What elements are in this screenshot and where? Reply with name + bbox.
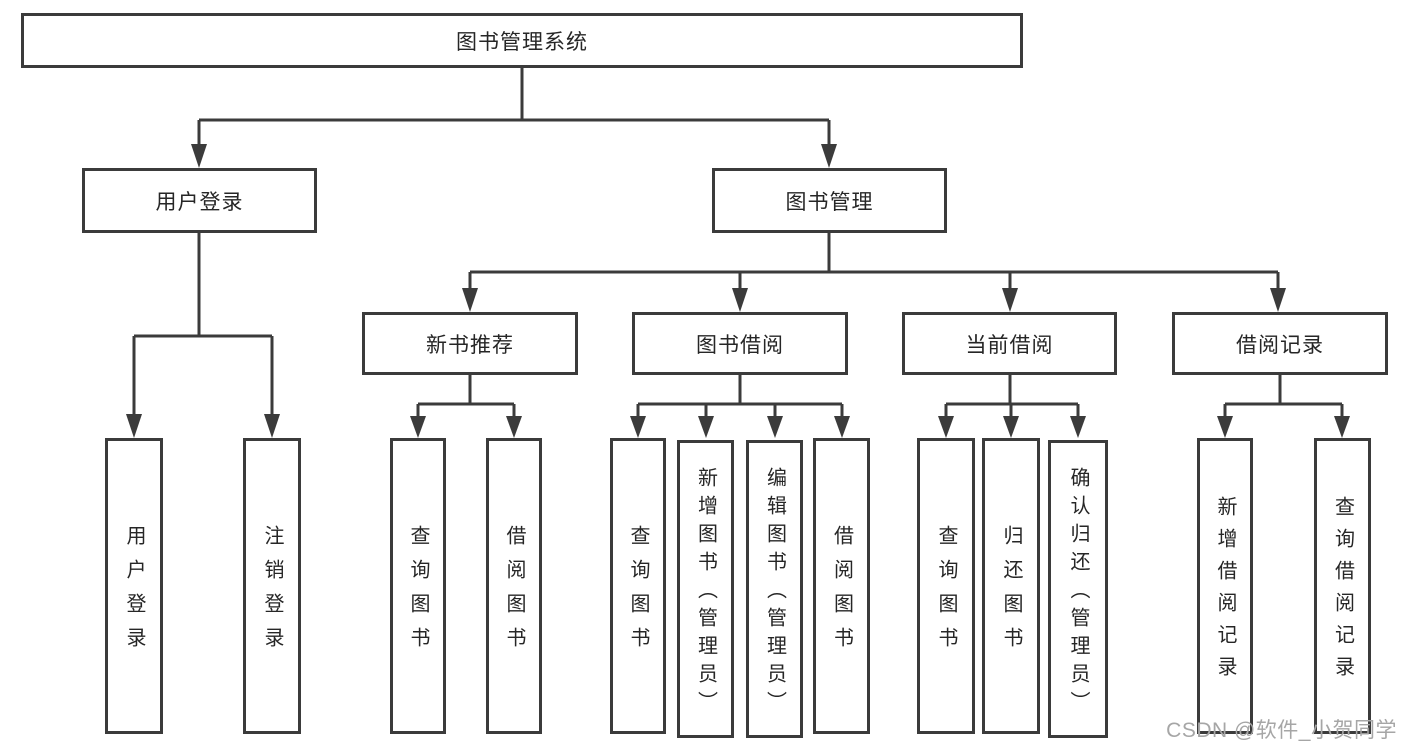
leaf-logout: 注销登录: [243, 438, 301, 734]
node-book-borrowing: 图书借阅: [632, 312, 848, 375]
node-current-borrowing: 当前借阅: [902, 312, 1117, 375]
leaf-edit-books-admin: 编辑图书（管理员）: [746, 440, 803, 738]
leaf-user-login: 用户登录: [105, 438, 163, 734]
node-borrowing-records: 借阅记录: [1172, 312, 1388, 375]
leaf-query-books-2: 查询图书: [610, 438, 666, 734]
node-root-system: 图书管理系统: [21, 13, 1023, 68]
leaf-add-borrow-record: 新增借阅记录: [1197, 438, 1253, 734]
leaf-query-borrow-record: 查询借阅记录: [1314, 438, 1371, 734]
node-new-book-recommendation: 新书推荐: [362, 312, 578, 375]
leaf-return-books: 归还图书: [982, 438, 1040, 734]
leaf-confirm-return-admin: 确认归还（管理员）: [1048, 440, 1108, 738]
csdn-watermark: CSDN @软件_小贺同学: [1166, 719, 1397, 742]
leaf-query-books-1: 查询图书: [390, 438, 446, 734]
node-user-login-branch: 用户登录: [82, 168, 317, 233]
leaf-borrow-books-2: 借阅图书: [813, 438, 870, 734]
leaf-query-books-3: 查询图书: [917, 438, 975, 734]
arrowheads: [126, 144, 1350, 438]
leaf-add-books-admin: 新增图书（管理员）: [677, 440, 734, 738]
leaf-borrow-books-1: 借阅图书: [486, 438, 542, 734]
node-book-management-branch: 图书管理: [712, 168, 947, 233]
